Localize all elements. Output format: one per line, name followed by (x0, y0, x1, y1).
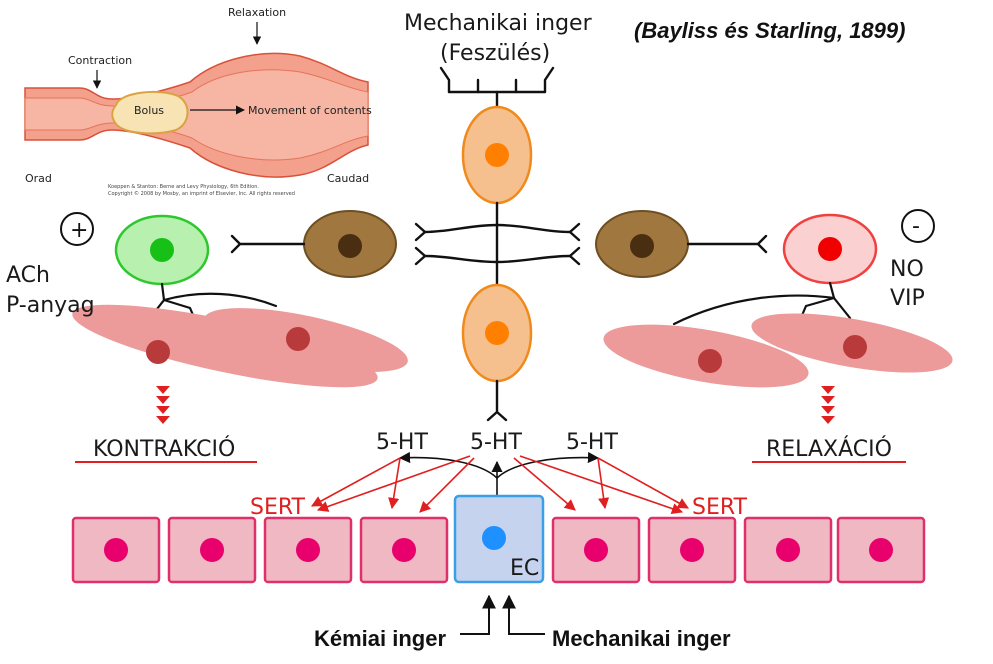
sensory-neuron-upper-nucleus (485, 143, 509, 167)
epithelial-nucleus (104, 538, 128, 562)
left-synapse (230, 234, 306, 254)
epithelial-nucleus (200, 538, 224, 562)
relaxation-label: Relaxation (228, 6, 286, 19)
epithelium-row (71, 516, 926, 584)
sert-reuptake-arrows (311, 455, 689, 514)
serotonin-label-right: 5-HT (566, 430, 618, 455)
bolus (111, 90, 189, 135)
chemical-stimulus-label: Kémiai inger (314, 626, 446, 651)
sert-label-right: SERT (692, 495, 748, 520)
epithelial-nucleus (776, 538, 800, 562)
epithelial-cell (743, 516, 833, 584)
inhibitory-motor-neuron-nucleus (818, 237, 842, 261)
mechanical-stimulus-bottom-label: Mechanikai inger (552, 626, 731, 651)
epithelial-nucleus (296, 538, 320, 562)
svg-text:+: + (70, 218, 88, 243)
contraction-label: Contraction (68, 54, 132, 67)
plus-sign-icon: + (60, 212, 94, 246)
epithelial-cell (551, 516, 641, 584)
sensory-neuron-lower (461, 283, 533, 383)
epithelial-cell (359, 516, 449, 584)
epithelial-cell (167, 516, 257, 584)
enterochromaffin-cell: EC (453, 494, 545, 584)
excitatory-motor-neuron (114, 214, 210, 286)
contraction-arrows (156, 386, 170, 424)
epithelial-nucleus (680, 538, 704, 562)
epithelial-cell (647, 516, 737, 584)
mediator-substance-p: P-anyag (6, 293, 95, 318)
excitatory-motor-neuron-nucleus (150, 238, 174, 262)
sensory-neuron-lower-nucleus (485, 321, 509, 345)
serotonin-release-arrows (398, 451, 600, 496)
mechanical-stimulus-top-line1: Mechanikai inger (404, 11, 593, 36)
epithelial-nucleus (584, 538, 608, 562)
svg-text:-: - (912, 214, 920, 239)
interneuron-left (303, 210, 397, 278)
serotonin-label-center: 5-HT (470, 430, 522, 455)
serotonin-label-left: 5-HT (376, 430, 428, 455)
effect-right-label: RELAXÁCIÓ (766, 436, 892, 462)
epithelial-nucleus (869, 538, 893, 562)
mediator-vip: VIP (890, 286, 925, 311)
effect-left-label: KONTRAKCIÓ (93, 436, 235, 462)
smooth-muscle-right (603, 313, 953, 388)
inhibitory-motor-neuron (782, 213, 878, 285)
minus-sign-icon: - (901, 209, 935, 243)
sensory-lower-terminal (486, 379, 508, 422)
interneuron-right (595, 210, 689, 278)
credit-line-1: Koeppen & Stanton: Berne and Levy Physio… (108, 184, 259, 190)
bolus-label: Bolus (134, 104, 164, 117)
ec-label: EC (510, 556, 539, 581)
movement-label: Movement of contents (248, 104, 372, 117)
peristalsis-inset: Bolus Movement of contents Relaxation Co… (24, 6, 372, 197)
smooth-muscle-left-nucleus-b (286, 327, 310, 351)
orad-label: Orad (25, 172, 52, 185)
caudad-label: Caudad (327, 172, 369, 185)
right-synapse (686, 234, 768, 254)
epithelial-cell (263, 516, 353, 584)
enterochromaffin-nucleus (482, 526, 506, 550)
smooth-muscle-left-nucleus-a (146, 340, 170, 364)
interneuron-right-nucleus (630, 234, 654, 258)
mediator-no: NO (890, 257, 924, 282)
sert-label-left: SERT (250, 495, 306, 520)
central-interneuron-connections (414, 201, 581, 292)
mechanical-stimulus-top-line2: (Feszülés) (440, 41, 550, 66)
sensory-neuron-upper (461, 105, 533, 205)
credit-line-2: Copyright © 2008 by Mosby, an imprint of… (108, 190, 295, 197)
sensory-dendrites (439, 66, 555, 110)
smooth-muscle-right-nucleus-b (843, 335, 867, 359)
smooth-muscle-right-nucleus-a (698, 349, 722, 373)
mediator-ach: ACh (6, 263, 50, 288)
epithelial-cell (836, 516, 926, 584)
smooth-muscle-left (72, 304, 408, 388)
relaxation-arrows (821, 386, 835, 424)
epithelial-cell (71, 516, 161, 584)
citation: (Bayliss és Starling, 1899) (634, 18, 905, 43)
interneuron-left-nucleus (338, 234, 362, 258)
epithelial-nucleus (392, 538, 416, 562)
stimulus-arrows-bottom (460, 594, 545, 635)
